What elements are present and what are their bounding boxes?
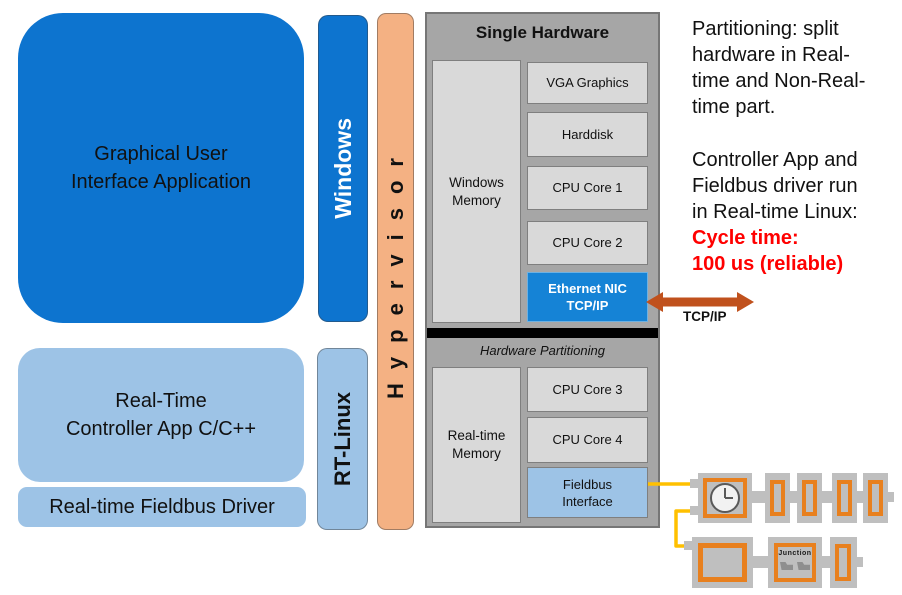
rt-linux-bar: RT-Linux	[317, 348, 368, 530]
ethernet-nic-line1: Ethernet NIC	[548, 281, 627, 296]
partition-label: Hardware Partitioning	[479, 342, 605, 358]
realtime-memory-line2: Memory	[452, 446, 501, 461]
annotation-line: in Real-time Linux:	[692, 201, 858, 223]
partition-divider	[427, 328, 658, 338]
ethernet-nic-box: Ethernet NIC TCP/IP	[527, 272, 648, 322]
windows-memory-line2: Memory	[452, 192, 501, 208]
device-module-io-face	[835, 544, 851, 581]
windows-memory-box: Windows Memory	[432, 60, 521, 323]
annotation-paragraph-gap	[692, 120, 900, 147]
module-tab	[690, 479, 698, 488]
cell-cpu-core-4: CPU Core 4	[527, 417, 648, 463]
junction-icons-row	[778, 557, 812, 575]
ethernet-nic-line2: TCP/IP	[566, 298, 609, 313]
annotation-line: Partitioning: split	[692, 18, 839, 40]
module-tab	[690, 506, 698, 515]
realtime-memory-box: Real-time Memory	[432, 367, 521, 523]
fieldbus-interface-line2: Interface	[562, 493, 613, 509]
cell-harddisk: Harddisk	[527, 112, 648, 157]
hypervisor-bar-label: Hypervisor	[382, 144, 408, 399]
module-connector	[753, 556, 768, 568]
annotation-line: hardware in Real-	[692, 44, 850, 66]
cell-vga-graphics: VGA Graphics	[527, 62, 648, 104]
cell-cpu-core-3: CPU Core 3	[527, 367, 648, 412]
controller-app-label-line2: Controller App C/C++	[65, 418, 257, 440]
gui-app-box: Graphical User Interface Application	[18, 13, 304, 323]
fieldbus-driver-box: Real-time Fieldbus Driver	[18, 487, 306, 527]
device-module-io-face	[868, 480, 883, 516]
windows-bar: Windows	[318, 15, 368, 322]
device-module-io-face	[770, 480, 785, 516]
annotation-line: time part.	[692, 96, 776, 118]
junction-device-icon	[797, 562, 810, 570]
module-tab	[888, 492, 894, 502]
clock-icon	[710, 483, 740, 513]
junction-device-icon	[780, 562, 793, 570]
cell-cpu-core-2: CPU Core 2	[527, 221, 648, 265]
fieldbus-interface-line1: Fieldbus	[562, 476, 613, 492]
device-module-io-face	[837, 480, 852, 516]
single-hardware-title: Single Hardware	[475, 23, 610, 42]
tcpip-label: TCP/IP	[683, 309, 727, 324]
module-tab	[684, 541, 692, 550]
annotation-line: Controller App and	[692, 149, 858, 171]
windows-memory-line1: Windows	[449, 174, 504, 190]
fieldbus-driver-label: Real-time Fieldbus Driver	[49, 495, 275, 518]
annotation-line: Fieldbus driver run	[692, 175, 858, 197]
cell-cpu-core-1: CPU Core 1	[527, 166, 648, 210]
gui-app-label-line1: Graphical User	[94, 143, 228, 165]
module-connector	[822, 556, 830, 568]
cycle-time-line2: 100 us (reliable)	[692, 253, 844, 275]
realtime-memory-line1: Real-time	[447, 428, 506, 443]
controller-app-box: Real-Time Controller App C/C++	[18, 348, 304, 482]
windows-bar-label: Windows	[329, 118, 356, 219]
controller-app-label-line1: Real-Time	[115, 390, 207, 412]
device-module-block-face	[698, 543, 747, 582]
annotation-line: time and Non-Real-	[692, 70, 866, 92]
module-connector	[857, 491, 863, 503]
module-connector	[752, 491, 765, 503]
device-module-clock-face	[703, 478, 747, 518]
junction-module-face: Junction	[774, 543, 816, 582]
junction-label: Junction	[778, 550, 812, 557]
device-module-io-face	[802, 480, 817, 516]
fieldbus-interface-box: Fieldbus Interface	[527, 467, 648, 518]
annotation-text: Partitioning: split hardware in Real- ti…	[692, 16, 900, 277]
module-connector	[790, 491, 797, 503]
module-connector	[822, 491, 832, 503]
rt-linux-bar-label: RT-Linux	[329, 391, 355, 487]
hypervisor-bar: Hypervisor	[377, 13, 414, 530]
gui-app-label-line2: Interface Application	[70, 171, 252, 193]
cycle-time-line1: Cycle time:	[692, 227, 799, 249]
module-tab	[857, 557, 863, 567]
